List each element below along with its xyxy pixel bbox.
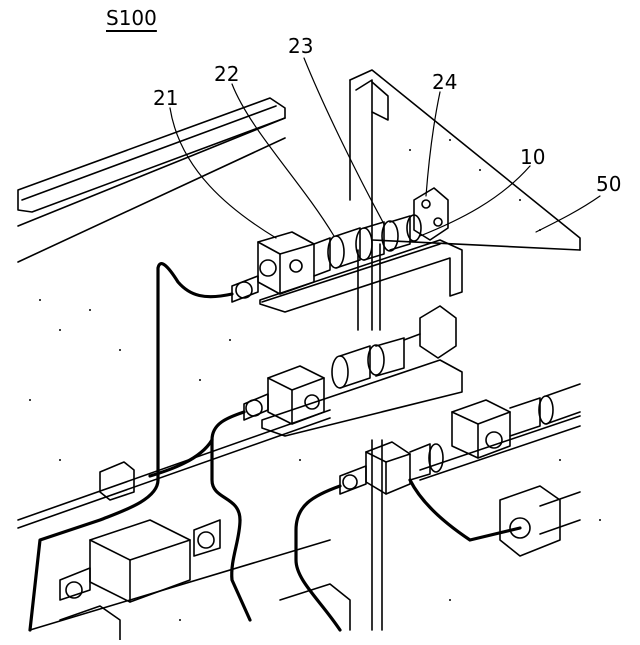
ref-label-50: 50 bbox=[596, 174, 621, 194]
component-24-flange bbox=[414, 188, 448, 240]
figure-title: S100 bbox=[106, 8, 157, 28]
leader-50 bbox=[536, 196, 600, 232]
lower-left-assembly bbox=[30, 462, 350, 640]
middle-assembly bbox=[244, 306, 462, 436]
stipple-texture bbox=[29, 139, 601, 621]
ref-label-23: 23 bbox=[288, 36, 313, 56]
ref-label-10: 10 bbox=[520, 147, 545, 167]
tubing bbox=[30, 264, 520, 630]
ref-label-21: 21 bbox=[153, 88, 178, 108]
housing-enclosure bbox=[18, 70, 580, 528]
ref-label-22: 22 bbox=[214, 64, 239, 84]
lower-center-assembly bbox=[340, 440, 443, 630]
leader-24 bbox=[426, 92, 440, 196]
component-21-block bbox=[258, 232, 314, 294]
ref-label-24: 24 bbox=[432, 72, 457, 92]
upper-assembly bbox=[232, 188, 448, 302]
right-assembly bbox=[420, 384, 580, 556]
